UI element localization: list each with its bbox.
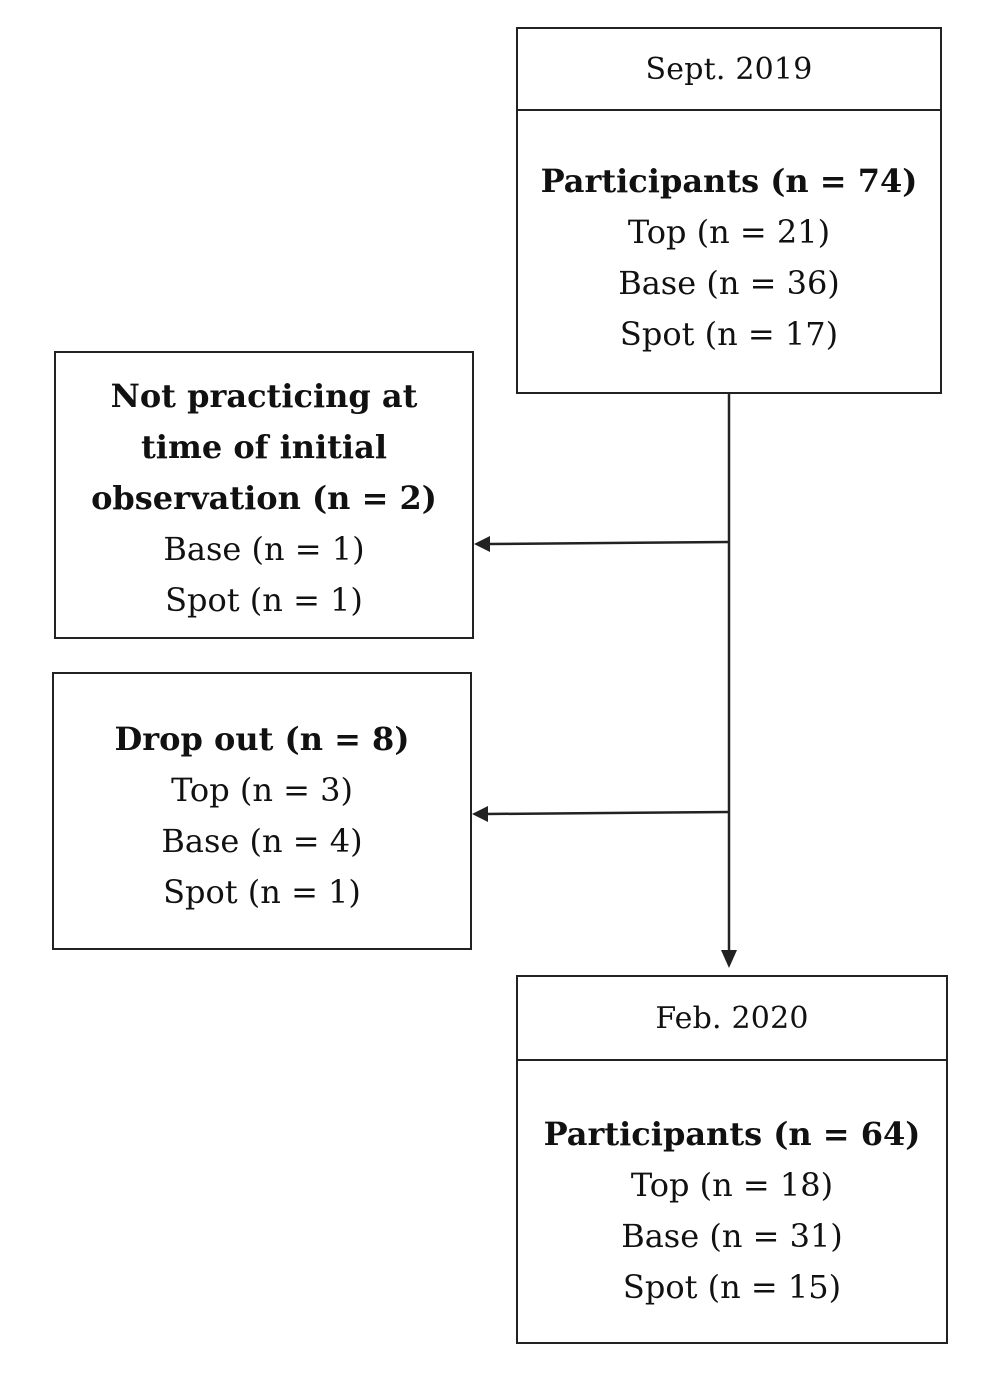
sept-spot-count: Spot (n = 17) — [619, 315, 839, 353]
dropout-box: Drop out (n = 8) Top (n = 3) Base (n = 4… — [52, 672, 472, 950]
sept-top-count: Top (n = 21) — [627, 213, 831, 251]
branch-to-dropout — [485, 810, 730, 816]
sept-base-count: Base (n = 36) — [618, 264, 840, 302]
dropout-base-count: Base (n = 4) — [161, 822, 363, 860]
not-practicing-spot-count: Spot (n = 1) — [165, 581, 363, 619]
not-practicing-title-line-1: Not practicing at — [110, 377, 418, 415]
not-practicing-box: Not practicing at time of initial observ… — [54, 351, 474, 639]
arrow-to-feb-box — [721, 950, 737, 968]
dropout-body: Drop out (n = 8) Top (n = 3) Base (n = 4… — [54, 714, 470, 918]
not-practicing-title-line-3: observation (n = 2) — [91, 479, 437, 517]
dropout-title: Drop out (n = 8) — [114, 720, 410, 758]
feb-spot-count: Spot (n = 15) — [622, 1268, 842, 1306]
branch-to-not-practicing — [487, 540, 730, 546]
not-practicing-title-line-2: time of initial — [141, 428, 387, 466]
not-practicing-base-count: Base (n = 1) — [163, 530, 365, 568]
sept-2019-box: Sept. 2019 Participants (n = 74) Top (n … — [516, 27, 942, 394]
not-practicing-body: Not practicing at time of initial observ… — [56, 371, 472, 626]
feb-base-count: Base (n = 31) — [621, 1217, 843, 1255]
sept-participants-title: Participants (n = 74) — [540, 162, 918, 200]
feb-2020-box: Feb. 2020 Participants (n = 64) Top (n =… — [516, 975, 948, 1344]
dropout-top-count: Top (n = 3) — [171, 771, 353, 809]
arrow-to-not-practicing-box — [474, 536, 490, 552]
sept-2019-body: Participants (n = 74) Top (n = 21) Base … — [518, 156, 940, 360]
feb-2020-body: Participants (n = 64) Top (n = 18) Base … — [518, 1109, 946, 1313]
feb-top-count: Top (n = 18) — [630, 1166, 834, 1204]
dropout-spot-count: Spot (n = 1) — [163, 873, 361, 911]
arrow-to-dropout-box — [472, 806, 488, 822]
sept-2019-header: Sept. 2019 — [518, 29, 940, 111]
feb-participants-title: Participants (n = 64) — [543, 1115, 921, 1153]
feb-2020-header: Feb. 2020 — [518, 977, 946, 1061]
